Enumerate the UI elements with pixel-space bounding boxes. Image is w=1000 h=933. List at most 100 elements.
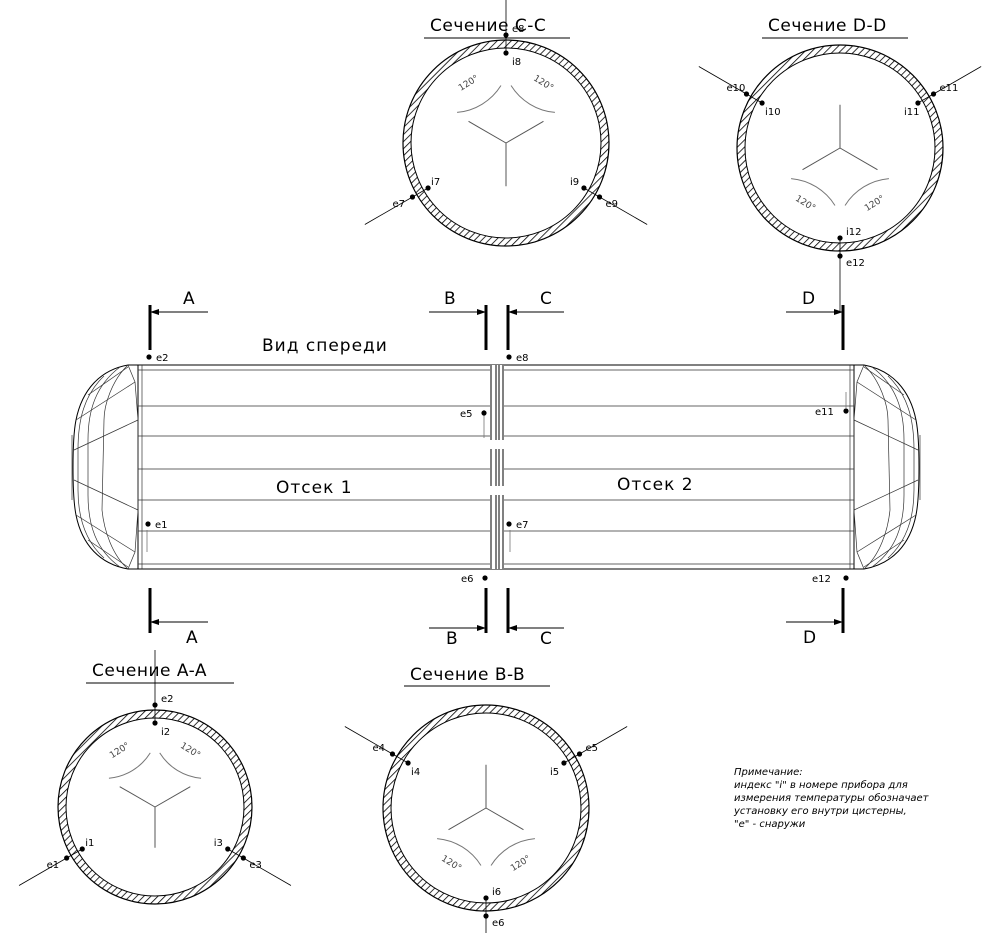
front-sensor-e11: e11 [815,407,849,418]
sensor-label-e7: e7 [392,199,405,210]
front-view-tank: Вид спереди [71,336,921,570]
sensor-outer-dot [152,702,158,708]
sensor-label-i2: i2 [161,727,170,738]
sensor-label-e3: e3 [249,860,262,871]
sensor-label-i4: i4 [411,767,420,778]
sensor-label-i7: i7 [431,177,440,188]
sensor-label-e2: e2 [161,694,174,705]
sensor-label-e10: e10 [726,83,745,94]
front-sensor-e5: e5 [460,409,487,420]
sensor-label-e11: e11 [940,83,959,94]
sensor-label-i5: i5 [550,767,559,778]
svg-text:D: D [803,628,817,648]
svg-text:e1: e1 [155,520,168,531]
sensor-label-e8: e8 [512,24,525,35]
svg-text:e8: e8 [516,353,529,364]
svg-text:Сечение D-D: Сечение D-D [768,16,887,36]
note-line-4: "e" - снаружи [734,819,806,830]
front-sensor-e7: e7 [506,520,529,531]
sensor-label-i3: i3 [214,838,223,849]
note-block: Примечание: индекс "i" в номере прибора … [733,767,930,830]
sensor-outer-dot [64,855,70,861]
divider-line [119,786,156,808]
sensor-outer-dot [409,194,416,200]
divider-line [485,807,524,831]
sensor-label-e6: e6 [492,918,505,929]
divider-line [802,147,841,171]
angle-label: 120° [178,741,202,761]
svg-text:B: B [444,289,457,309]
divider-line [154,786,191,808]
sensor-inner-dot [581,185,587,191]
svg-text:e11: e11 [815,407,834,418]
sensor-outer-dot [503,32,509,38]
angle-arc [159,752,202,779]
section-mark-c-top: C [506,289,564,350]
sensor-inner-dot [837,235,843,241]
note-line-1: индекс "i" в номере прибора для [734,779,908,791]
sensor-label-e12: e12 [846,258,865,269]
compartment-1-label: Отсек 1 [276,478,353,498]
svg-text:C: C [540,629,553,649]
divider-line [468,120,507,144]
compartment-2-label: Отсек 2 [617,475,694,495]
svg-text:e5: e5 [460,409,473,420]
angle-label: 120° [108,741,132,761]
sensor-label-i1: i1 [85,838,94,849]
sensor-label-e1: e1 [47,860,60,871]
sensor-label-i6: i6 [492,887,501,898]
angle-label: 120° [793,194,817,214]
divider-line [839,147,878,171]
sensor-outer-dot [596,194,603,200]
front-sensor-e12: e12 [812,574,849,585]
sensor-leader [698,66,763,104]
angle-label: 120° [509,854,533,874]
sensor-inner-dot [152,720,158,726]
sensor-label-e4: e4 [372,743,385,754]
angle-arc [844,178,889,206]
sensor-leader [227,848,292,886]
note-heading: Примечание: [734,767,803,778]
angle-arc [510,85,555,113]
front-sensor-e2: e2 [146,353,169,364]
sensor-label-e9: e9 [606,199,619,210]
section-title-aa: Сечение A-A [86,661,234,684]
svg-text:B: B [446,629,459,649]
sensor-inner-dot [759,100,765,106]
svg-text:Сечение C-C: Сечение C-C [430,16,546,36]
sensor-label-e5: e5 [586,743,599,754]
section-mark-a-bottom: A [148,588,208,648]
section-mark-d-bottom: D [786,588,845,648]
angle-arc [437,838,482,866]
angle-label: 120° [863,194,887,214]
front-sensor-e1: e1 [145,520,168,531]
angle-label: 120° [531,74,555,94]
svg-text:A: A [183,289,196,309]
sensor-label-i12: i12 [846,227,862,238]
sensor-leader [364,187,429,225]
divider-line [448,807,487,831]
svg-text:e12: e12 [812,574,831,585]
sensor-leader [563,726,628,764]
sensor-outer-dot [743,91,750,97]
svg-text:C: C [540,289,553,309]
angle-arc [108,752,151,779]
svg-text:Сечение B-B: Сечение B-B [410,665,525,685]
sensor-inner-dot [79,846,85,852]
section-title-bb: Сечение B-B [404,665,550,687]
sensor-outer-dot [483,913,489,919]
sensor-inner-dot [225,846,231,852]
sensor-inner-dot [503,50,509,56]
sensor-label-i10: i10 [765,107,781,118]
section-mark-b-top: B [429,289,488,350]
angle-arc [457,85,502,113]
view-title: Вид спереди [262,336,388,356]
sensor-label-i11: i11 [904,107,920,118]
angle-label: 120° [457,74,481,94]
sensor-inner-dot [561,760,567,766]
sensor-leader [917,66,982,104]
svg-text:e6: e6 [461,574,474,585]
sensor-label-i8: i8 [512,57,521,68]
